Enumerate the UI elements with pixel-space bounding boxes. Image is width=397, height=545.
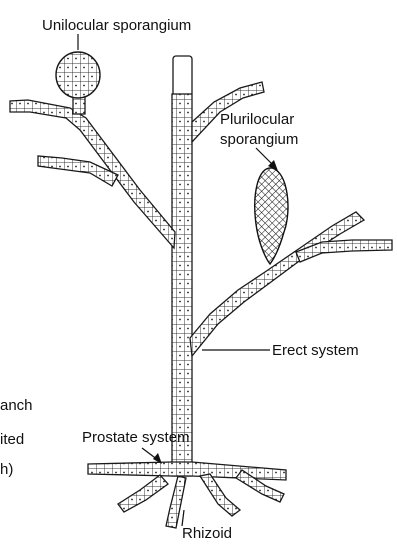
prostrate-system	[88, 462, 286, 528]
rhizoid-1	[118, 475, 168, 512]
label-unilocular-sporangium: Unilocular sporangium	[42, 17, 191, 34]
edge-text-1: anch	[0, 397, 33, 414]
rhizoid-3	[200, 474, 240, 516]
label-rhizoid: Rhizoid	[182, 525, 232, 540]
main-axis	[172, 56, 192, 476]
main-axis-filament	[172, 94, 192, 476]
unilocular-sporangium	[56, 52, 100, 98]
label-plurilocular-line1: Plurilocular	[220, 111, 294, 128]
right-branch	[190, 168, 392, 356]
edge-text-2: ited	[0, 431, 24, 448]
label-prostate-system: Prostate system	[82, 429, 190, 446]
edge-text-3: h)	[0, 461, 13, 478]
rhizoid-leader	[182, 510, 184, 526]
upper-left-branch	[10, 52, 175, 248]
label-plurilocular-line2: sporangium	[220, 131, 298, 148]
label-erect-system: Erect system	[272, 342, 359, 359]
plurilocular-sporangium	[255, 168, 288, 264]
main-axis-tip	[173, 56, 192, 96]
prostrate-filament	[88, 462, 286, 480]
